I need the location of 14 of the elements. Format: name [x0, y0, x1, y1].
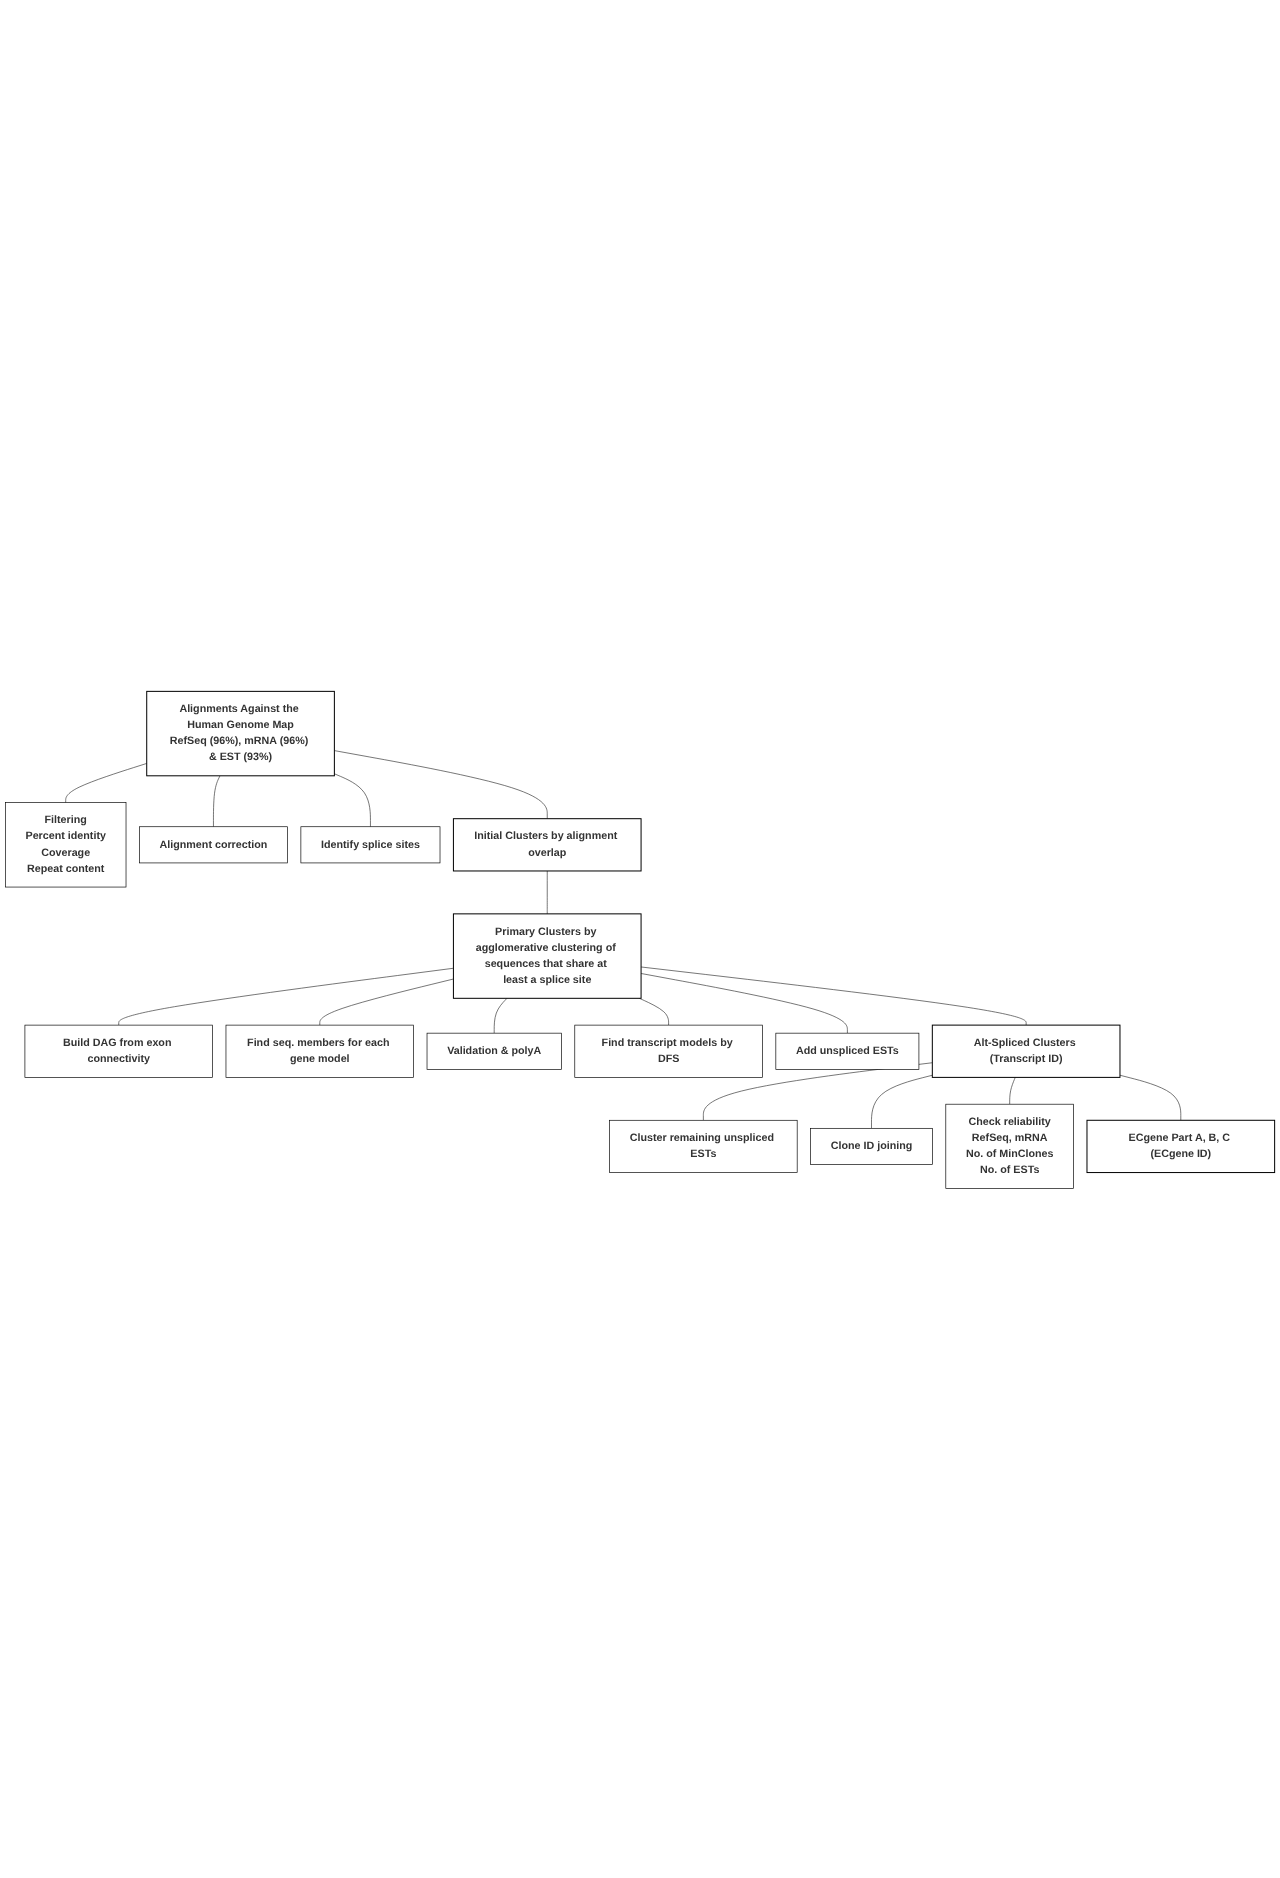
connector	[546, 869, 548, 914]
connector	[319, 977, 454, 1025]
connector	[1009, 1076, 1016, 1104]
connector	[334, 749, 548, 819]
connector	[118, 966, 454, 1025]
connector	[334, 772, 371, 827]
connector	[640, 965, 1027, 1025]
connector	[65, 762, 148, 802]
connector	[213, 774, 221, 827]
connector	[640, 972, 848, 1033]
connector	[871, 1073, 933, 1128]
connector	[639, 996, 669, 1025]
connector	[1119, 1073, 1182, 1120]
connector	[493, 996, 508, 1033]
